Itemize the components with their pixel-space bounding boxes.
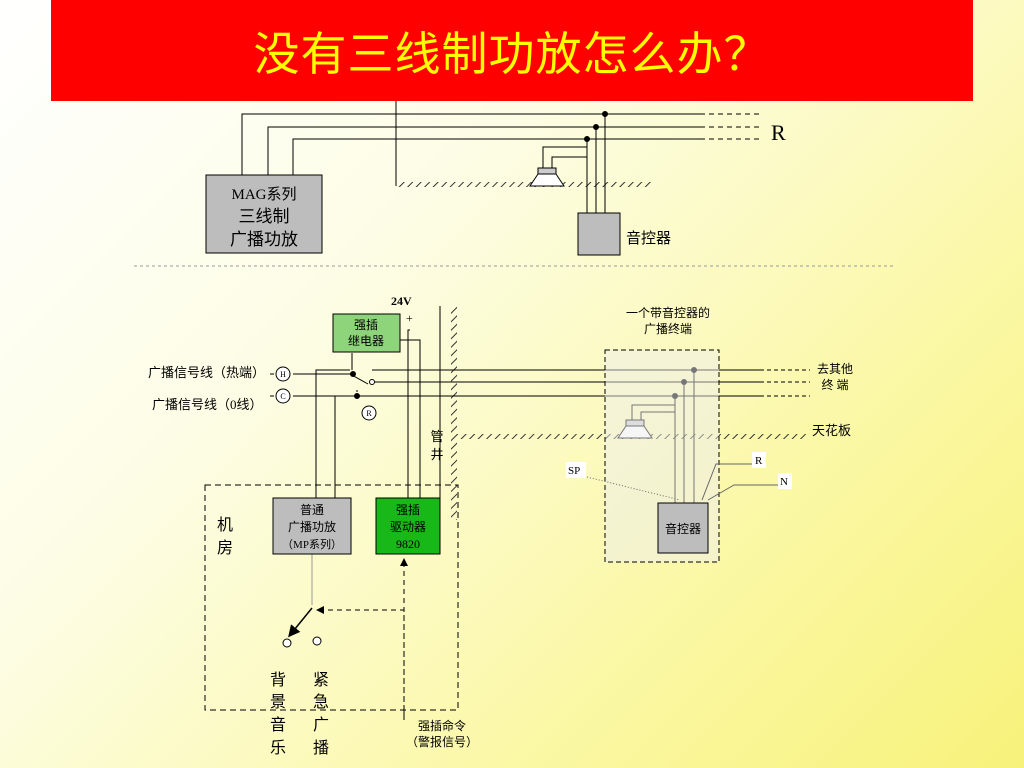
top-amp-box — [205, 174, 323, 254]
top-line-3 — [292, 138, 700, 175]
to-other-line-2: 终 端 — [821, 377, 848, 392]
bottom-amp-line-1: 普通 — [300, 503, 324, 517]
title-bar: 没有三线制功放怎么办？ — [51, 0, 973, 101]
machine-room-line-1: 机 — [217, 516, 233, 534]
to-other-line-1: 去其他 — [817, 362, 853, 376]
bg-music-2: 景 — [270, 694, 286, 711]
r-box-label: R — [755, 455, 763, 467]
top-amp-line-2: 三线制 — [239, 207, 290, 226]
terminal-title-line-1: 一个带音控器的 — [626, 305, 710, 320]
top-amp-line-3: 广播功放 — [230, 230, 298, 249]
machine-room-area — [204, 484, 459, 711]
top-speaker-icon — [529, 173, 565, 187]
n-box — [778, 473, 792, 489]
emergency-1: 紧 — [313, 671, 329, 689]
pipe-well-hatch — [451, 306, 457, 520]
top-r-label: R — [771, 120, 786, 145]
sp-label: SP — [568, 465, 580, 477]
bg-music-4: 乐 — [270, 739, 286, 757]
r-terminal — [361, 405, 377, 421]
sp-box — [566, 462, 586, 478]
c-terminal-label: C — [280, 392, 285, 401]
top-line-1 — [241, 113, 700, 175]
h-terminal-label: H — [280, 370, 286, 379]
r-box — [752, 452, 766, 468]
top-ceiling-hatch — [396, 182, 652, 187]
bg-music-3: 音 — [270, 716, 286, 734]
ceiling-label: 天花板 — [812, 423, 851, 438]
emergency-3: 广 — [313, 716, 329, 734]
emergency-4: 播 — [313, 739, 329, 757]
relay-line-2: 继电器 — [348, 334, 384, 348]
v24-label: 24V — [391, 294, 412, 308]
plus-label: + — [406, 311, 413, 325]
page-title: 没有三线制功放怎么办？ — [253, 27, 771, 81]
bg-music-1: 背 — [270, 671, 286, 689]
bottom-controller-box — [657, 502, 709, 554]
emergency-2: 急 — [313, 693, 329, 711]
driver-line-3: 9820 — [396, 537, 420, 551]
top-amp-line-1: MAG系列 — [231, 186, 296, 203]
top-controller-label: 音控器 — [626, 230, 671, 247]
r-terminal-label: R — [366, 409, 372, 418]
signal-hot-label: 广播信号线（热端） — [148, 365, 265, 380]
well-line-2: 井 — [430, 447, 443, 462]
h-terminal — [275, 366, 291, 382]
cmd-line-2: （警报信号） — [406, 734, 478, 749]
well-line-1: 管 — [430, 429, 443, 444]
driver-line-1: 强插 — [396, 503, 420, 517]
bottom-controller-label: 音控器 — [665, 521, 701, 536]
driver-box — [375, 497, 441, 555]
signal-zero-label: 广播信号线（0线） — [152, 397, 263, 412]
relay-box — [332, 313, 401, 353]
bottom-amp-line-3: （MP系列） — [282, 537, 342, 551]
terminal-title-line-2: 广播终端 — [644, 321, 692, 336]
relay-switch-blade — [349, 373, 369, 385]
relay-line-1: 强插 — [354, 318, 378, 332]
top-line-2 — [267, 126, 700, 175]
bottom-amp-box — [272, 497, 352, 555]
top-diagram — [241, 101, 760, 213]
n-box-label: N — [780, 476, 788, 488]
machine-room-line-2: 房 — [217, 539, 233, 557]
top-controller-box — [577, 212, 621, 256]
selector-switch — [288, 607, 313, 638]
minus-label: − — [406, 333, 413, 347]
c-terminal — [275, 388, 291, 404]
driver-line-2: 驱动器 — [390, 520, 426, 534]
bottom-amp-line-2: 广播功放 — [288, 519, 336, 534]
cmd-line-1: 强插命令 — [418, 718, 466, 733]
